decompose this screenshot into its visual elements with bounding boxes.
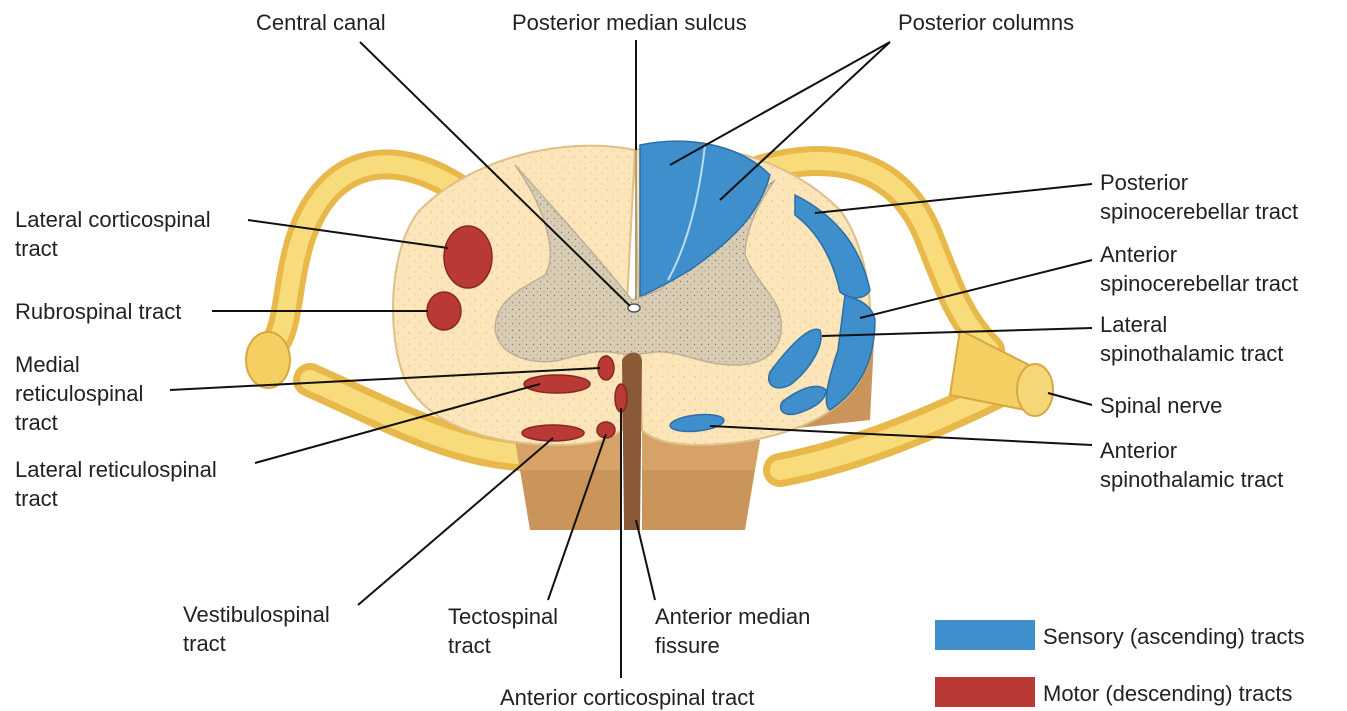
- label-vestibulospinal-line1: Vestibulospinal: [183, 600, 330, 629]
- label-lateral-reticulospinal-line1: Lateral reticulospinal: [15, 455, 217, 484]
- legend-sensory-label: Sensory (ascending) tracts: [1043, 622, 1305, 651]
- label-lateral-reticulospinal-line2: tract: [15, 484, 58, 513]
- anterior-median-fissure: [622, 353, 642, 531]
- label-anterior-corticospinal-tract: Anterior corticospinal tract: [500, 683, 754, 711]
- label-medial-reticulospinal-line1: Medial: [15, 350, 80, 379]
- lateral-corticospinal-tract: [444, 226, 492, 288]
- legend-sensory-swatch: [935, 620, 1035, 650]
- label-lateral-spinothalamic-line1: Lateral: [1100, 310, 1167, 339]
- rubrospinal-tract: [427, 292, 461, 330]
- label-tectospinal-line1: Tectospinal: [448, 602, 558, 631]
- anterior-corticospinal-tract: [615, 384, 627, 412]
- label-anterior-spinocerebellar-line2: spinocerebellar tract: [1100, 269, 1298, 298]
- legend-motor-swatch: [935, 677, 1035, 707]
- label-lateral-spinothalamic-line2: spinothalamic tract: [1100, 339, 1283, 368]
- label-anterior-spinocerebellar-line1: Anterior: [1100, 240, 1177, 269]
- label-posterior-columns: Posterior columns: [898, 8, 1074, 37]
- legend-motor-label: Motor (descending) tracts: [1043, 679, 1292, 708]
- medial-reticulospinal-tract: [598, 356, 614, 380]
- label-medial-reticulospinal-line2: reticulospinal: [15, 379, 143, 408]
- label-medial-reticulospinal-line3: tract: [15, 408, 58, 437]
- label-posterior-spinocerebellar-line2: spinocerebellar tract: [1100, 197, 1298, 226]
- label-vestibulospinal-line2: tract: [183, 629, 226, 658]
- label-posterior-spinocerebellar-line1: Posterior: [1100, 168, 1188, 197]
- right-spinal-nerve-cut: [1017, 364, 1053, 416]
- label-lateral-corticospinal-line1: Lateral corticospinal: [15, 205, 211, 234]
- label-central-canal: Central canal: [256, 8, 386, 37]
- label-tectospinal-line2: tract: [448, 631, 491, 660]
- label-posterior-median-sulcus: Posterior median sulcus: [512, 8, 747, 37]
- label-anterior-median-fissure-line1: Anterior median: [655, 602, 810, 631]
- lateral-reticulospinal-tract: [524, 375, 590, 393]
- label-anterior-spinothalamic-line1: Anterior: [1100, 436, 1177, 465]
- label-rubrospinal-tract: Rubrospinal tract: [15, 297, 181, 326]
- label-spinal-nerve: Spinal nerve: [1100, 391, 1222, 420]
- label-anterior-spinothalamic-line2: spinothalamic tract: [1100, 465, 1283, 494]
- label-lateral-corticospinal-line2: tract: [15, 234, 58, 263]
- label-anterior-median-fissure-line2: fissure: [655, 631, 720, 660]
- left-spinal-nerve: [246, 332, 290, 388]
